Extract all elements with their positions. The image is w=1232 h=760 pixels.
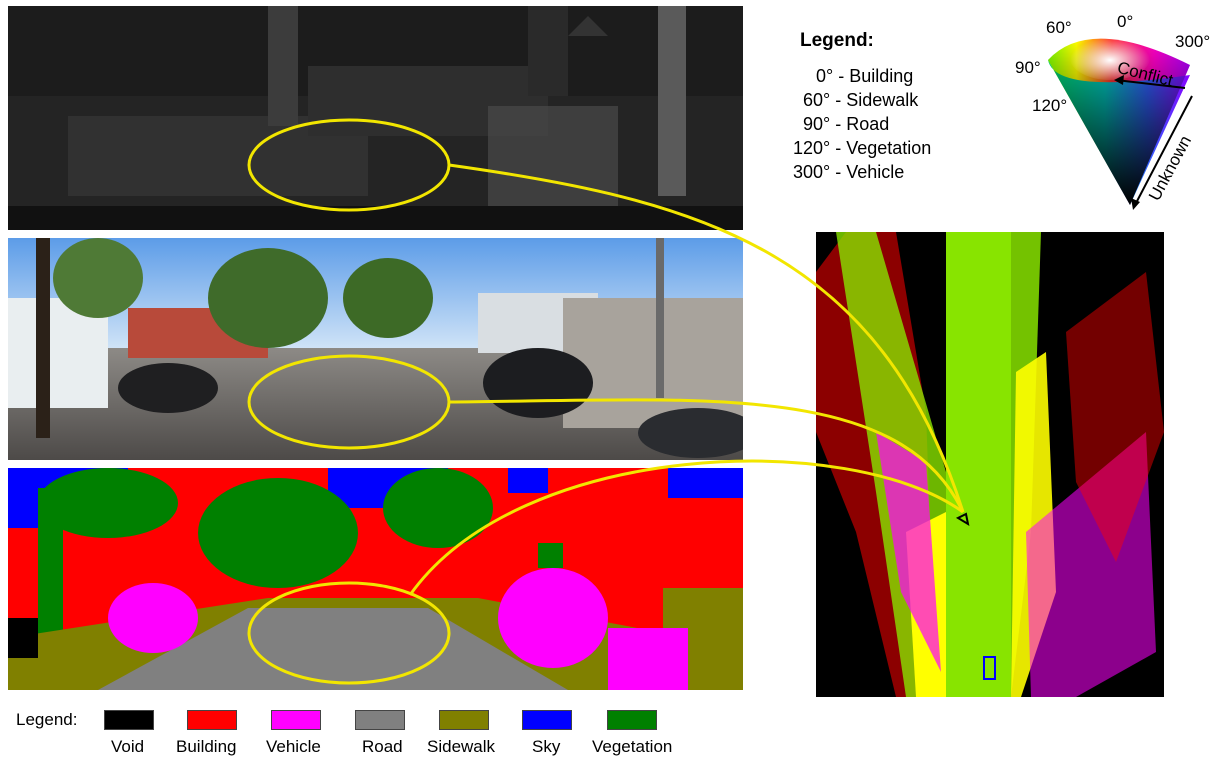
- label-vehicle: Vehicle: [266, 737, 321, 756]
- label-void: Void: [111, 737, 145, 756]
- segmentation-connector-line: [408, 459, 964, 596]
- photo-connector-line: [448, 398, 965, 513]
- swatch-road: [355, 710, 405, 730]
- wheel-angle-60: 60°: [1046, 18, 1072, 37]
- swatch-sidewalk: [439, 710, 489, 730]
- label-sky: Sky: [532, 737, 561, 756]
- camera-photo-drawing: [8, 238, 743, 460]
- segmentation-highlight-ellipse: [247, 581, 451, 685]
- legend-item-road: 90° - Road: [803, 114, 890, 134]
- swatch-sky: [522, 710, 572, 730]
- segmentation-drawing: [8, 468, 743, 690]
- bottom-legend-title: Legend:: [16, 710, 78, 729]
- wheel-angle-90: 90°: [1015, 58, 1041, 77]
- wheel-angle-120: 120°: [1032, 96, 1068, 115]
- depth-map-image: [8, 6, 743, 230]
- grid-drawing: [816, 232, 1164, 697]
- label-road: Road: [362, 737, 403, 756]
- unknown-arrow: [1134, 95, 1193, 206]
- depth-connector-line: [448, 163, 965, 513]
- conflict-arrowhead: [1114, 75, 1124, 85]
- conflict-arrow: [1115, 79, 1186, 89]
- ego-vehicle-box: [983, 656, 996, 680]
- swatch-vegetation: [607, 710, 657, 730]
- depth-map-drawing: [8, 6, 743, 230]
- label-building: Building: [176, 737, 237, 756]
- swatch-vehicle: [271, 710, 321, 730]
- label-sidewalk: Sidewalk: [427, 737, 496, 756]
- wheel-angle-300: 300°: [1175, 32, 1211, 51]
- wheel-angle-0: 0°: [1117, 12, 1134, 31]
- swatch-void: [104, 710, 154, 730]
- cone-darkening: [1048, 38, 1190, 206]
- legend-item-building: 0° - Building: [816, 66, 914, 86]
- unknown-arrowhead: [1131, 198, 1140, 210]
- camera-image: [8, 238, 743, 460]
- occupancy-grid-image: [816, 232, 1164, 697]
- legend-item-vegetation: 120° - Vegetation: [793, 138, 932, 158]
- top-legend-title: Legend:: [800, 30, 874, 51]
- legend-item-vehicle: 300° - Vehicle: [793, 162, 905, 182]
- legend-item-sidewalk: 60° - Sidewalk: [803, 90, 919, 110]
- cone-center-white: [1070, 36, 1150, 80]
- semantic-segmentation-image: [8, 468, 743, 690]
- vehicle-position-marker: [955, 512, 970, 527]
- swatch-building: [187, 710, 237, 730]
- label-vegetation: Vegetation: [592, 737, 673, 756]
